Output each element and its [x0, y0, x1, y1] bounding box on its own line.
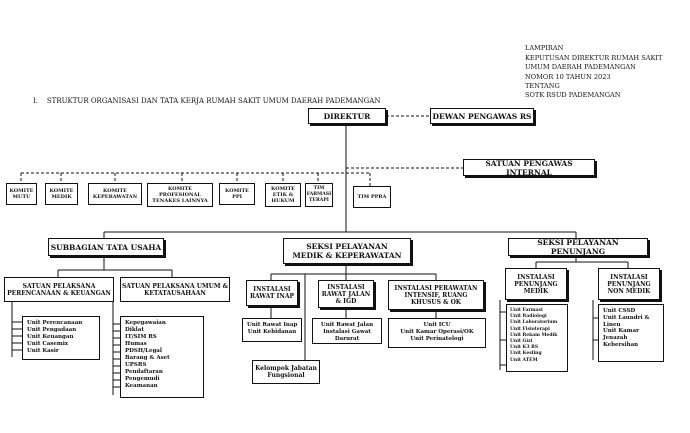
- list-item: Unit Casemix: [27, 341, 69, 347]
- list-rawat-inap: Unit Rawat Inap Unit Kebidanan: [242, 318, 302, 342]
- list-item: Pendaftaran: [125, 369, 163, 375]
- list-item: Unit Keuangan: [27, 334, 74, 340]
- list-item: Unit Fisioterapi: [510, 326, 550, 332]
- header-line: UMUM DAERAH PADEMANGAN: [525, 63, 636, 71]
- header-line: LAMPIRAN: [525, 44, 564, 52]
- dewan-pengawas-box: DEWAN PENGAWAS RS: [430, 108, 534, 124]
- list-item: Unit Farmasi: [510, 308, 543, 313]
- list-item: IT/SIM RS: [125, 334, 157, 340]
- section-title: I. STRUKTUR ORGANISASI DAN TATA KERJA RU…: [33, 97, 381, 105]
- list-penunjang-non-medik: Unit CSSD Unit Laundri & Linen Unit Kama…: [598, 304, 664, 362]
- list-item: Unit Kamar Operasi/OK: [400, 329, 474, 335]
- list-item: PDSH/Legal: [125, 348, 162, 354]
- komite-mutu-box: KOMITE MUTU: [6, 183, 37, 205]
- list-item: Humas: [125, 341, 147, 347]
- list-item: UPSRS: [125, 362, 147, 368]
- list-item: Unit Rawat Inap: [247, 322, 298, 328]
- list-item: Unit Laboratorium: [510, 320, 558, 326]
- list-item: Keamanan: [125, 383, 158, 389]
- header-line: SOTK RSUD PADEMANGAN: [525, 91, 621, 99]
- instalasi-rawat-jalan-box: INSTALASI RAWAT JALAN & IGD: [318, 280, 374, 308]
- list-item: Instalasi Gawat Darurat: [323, 329, 371, 342]
- list-item: Unit CSSD: [603, 308, 636, 314]
- komite-profesional-box: KOMITE PROFESIONAL TENAKES LAINNYA: [147, 183, 213, 207]
- seksi-penunjang-box: SEKSI PELAYANAN PENUNJANG: [508, 238, 648, 256]
- tim-ppra-box: TIM PPRA: [353, 186, 391, 208]
- list-perencanaan: Unit Perencanaan Unit Pengadaan Unit Keu…: [22, 316, 100, 360]
- list-penunjang-medik: Unit Farmasi Unit Radiologi Unit Laborat…: [506, 304, 568, 372]
- list-item: Unit ICU: [423, 322, 451, 328]
- spi-box: SATUAN PENGAWAS INTERNAL: [463, 159, 595, 177]
- list-item: Kepegawaian: [125, 320, 166, 326]
- list-item: Unit Rawat Jalan: [320, 322, 374, 328]
- header-line: TENTANG: [525, 82, 560, 90]
- komite-keperawatan-box: KOMITE KEPERAWATAN: [88, 183, 142, 205]
- list-item: Kebersihan: [603, 341, 639, 348]
- header-line: KEPUTUSAN DIREKTUR RUMAH SAKIT: [525, 54, 663, 62]
- instalasi-penunjang-non-medik-box: INSTALASI PENUNJANG NON MEDIK: [598, 268, 660, 300]
- instalasi-rawat-inap-box: INSTALASI RAWAT INAP: [246, 280, 298, 306]
- list-item: Unit Perinatologi: [410, 336, 464, 342]
- komite-medik-box: KOMITE MEDIK: [45, 183, 78, 205]
- list-item: Unit Kesling: [510, 351, 542, 357]
- list-item: Unit Perencanaan: [27, 320, 83, 326]
- list-item: Diklat: [125, 327, 144, 333]
- satuan-perencanaan-box: SATUAN PELAKSANA PERENCANAAN & KEUANGAN: [4, 277, 114, 302]
- list-item: Unit Kamar Jenazah: [603, 328, 639, 342]
- header-line: NOMOR 10 TAHUN 2023: [525, 73, 611, 81]
- list-item: Unit Rekam Medik: [510, 332, 558, 338]
- jabatan-fungsional-box: Kelompok Jabatan Fungsional: [252, 360, 320, 384]
- seksi-medik-box: SEKSI PELAYANAN MEDIK & KEPERAWATAN: [283, 238, 411, 264]
- list-item: Unit Kasir: [27, 348, 59, 354]
- list-item: Barang & Aset: [125, 355, 170, 361]
- direktur-box: DIREKTUR: [308, 108, 386, 124]
- list-item: Unit ATEM: [510, 357, 538, 363]
- instalasi-penunjang-medik-box: INSTALASI PENUNJANG MEDIK: [505, 268, 567, 300]
- komite-ppi-box: KOMITE PPI: [219, 183, 255, 205]
- tim-farmasi-box: TIM FARMASI TERAPI: [305, 183, 333, 207]
- list-item: Unit Kebidanan: [247, 329, 297, 335]
- list-rawat-jalan: Unit Rawat Jalan Instalasi Gawat Darurat: [312, 318, 382, 344]
- list-umum: Kepegawaian Diklat IT/SIM RS Humas PDSH/…: [120, 316, 204, 398]
- list-item: Pengemudi: [125, 376, 160, 382]
- subbagian-box: SUBBAGIAN TATA USAHA: [48, 238, 164, 256]
- list-intensif: Unit ICU Unit Kamar Operasi/OK Unit Peri…: [388, 318, 486, 348]
- satuan-umum-box: SATUAN PELAKSANA UMUM & KETATAUSAHAAN: [120, 277, 230, 302]
- list-item: Unit K3 RS: [510, 345, 539, 351]
- list-item: Unit Gizi: [510, 339, 533, 345]
- list-item: Unit Radiologi: [510, 314, 547, 320]
- komite-etik-box: KOMITE ETIK & HUKUM: [265, 183, 301, 207]
- list-item: Unit Laundri & Linen: [603, 314, 650, 328]
- instalasi-intensif-box: INSTALASI PERAWATAN INTENSIF, RUANG KHUS…: [388, 280, 484, 310]
- list-item: Unit Pengadaan: [27, 327, 77, 333]
